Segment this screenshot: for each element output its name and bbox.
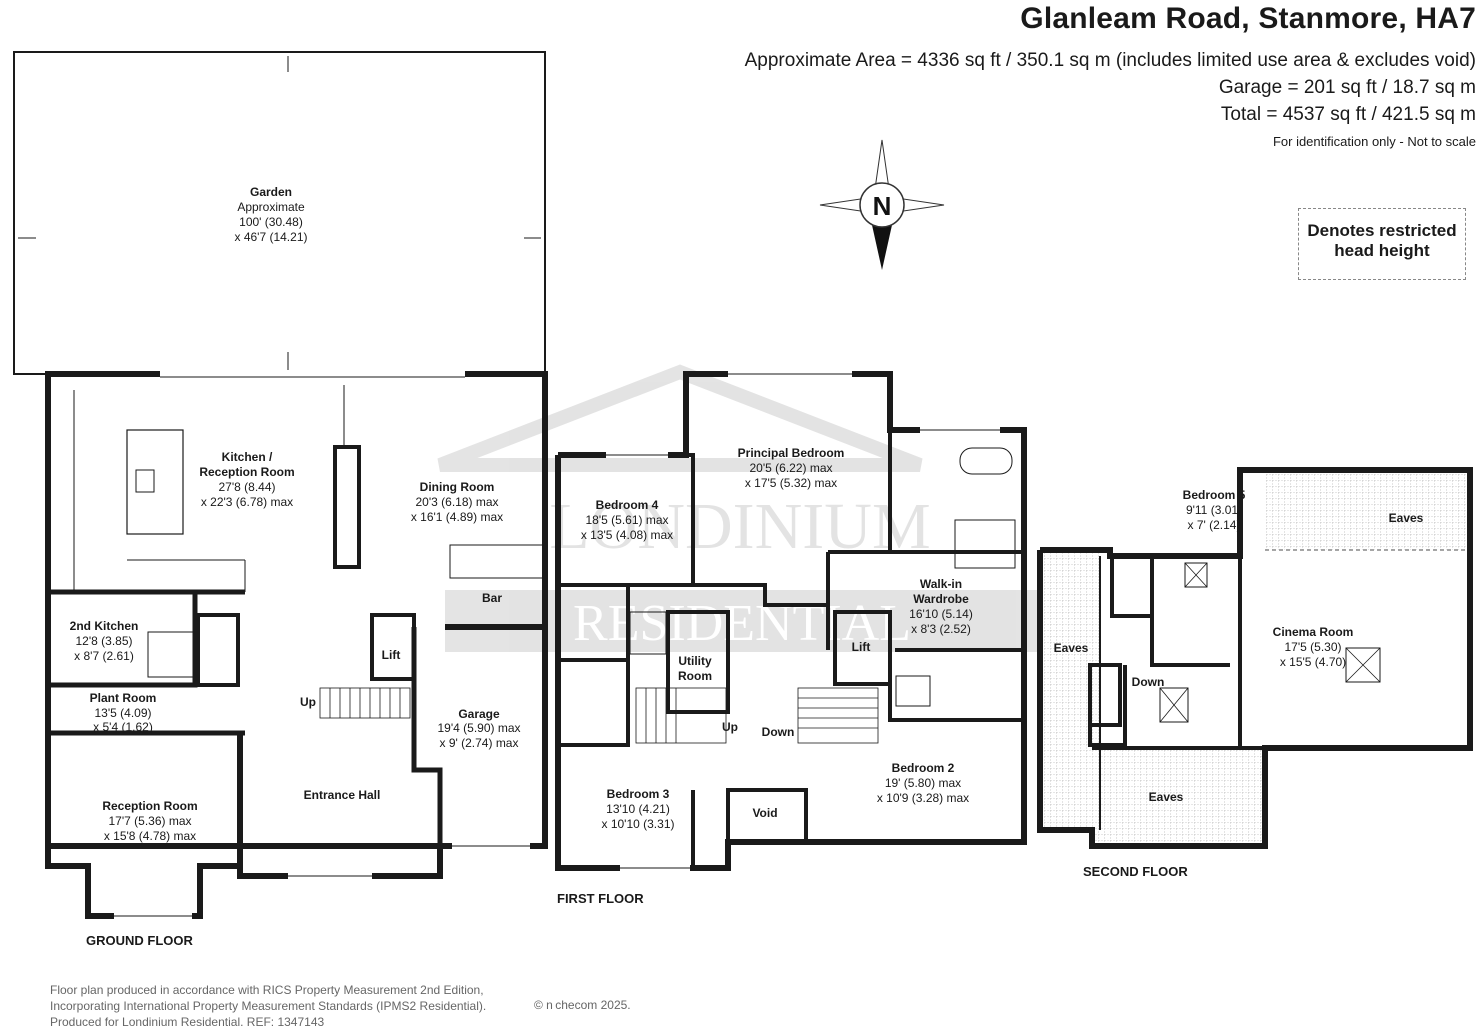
identification-note: For identification only - Not to scale [1272, 134, 1476, 149]
bedroom3-dim-2: x 10'10 (3.31) [601, 817, 674, 831]
bedroom3-dim-1: 13'10 (4.21) [606, 802, 670, 816]
bedroom2-name: Bedroom 2 [892, 761, 955, 775]
walkin-dim-2: x 8'3 (2.52) [911, 622, 971, 636]
footer-line-3: Produced for Londinium Residential. REF:… [50, 1015, 325, 1029]
bedroom5-name: Bedroom 5 [1183, 488, 1246, 502]
bedroom2-dim-1: 19' (5.80) max [885, 776, 961, 790]
principal-name: Principal Bedroom [738, 446, 845, 460]
entrance-hall-name: Entrance Hall [304, 788, 381, 802]
garage-dim-2: x 9' (2.74) max [440, 736, 519, 750]
eaves-left-name: Eaves [1054, 641, 1089, 655]
utility-name-1: Utility [678, 654, 712, 668]
garage-name: Garage [458, 707, 500, 721]
walkin-name-1: Walk-in [920, 577, 962, 591]
principal-dim-1: 20'5 (6.22) max [750, 461, 833, 475]
void-name: Void [752, 806, 777, 820]
kitchen-dim-1: 27'8 (8.44) [219, 480, 276, 494]
walkin-dim-1: 16'10 (5.14) [909, 607, 973, 621]
reception-name: Reception Room [102, 799, 197, 813]
first-floor-label: FIRST FLOOR [557, 891, 644, 906]
legend-line-1: Denotes restricted [1307, 221, 1457, 240]
kitchen-name-1: Kitchen / [222, 450, 273, 464]
kitchen2-dim-1: 12'8 (3.85) [76, 634, 133, 648]
cinema-dim-2: x 15'5 (4.70) [1280, 655, 1346, 669]
kitchen2-dim-2: x 8'7 (2.61) [74, 649, 134, 663]
ground-floor-label: GROUND FLOOR [86, 933, 193, 948]
reception-dim-2: x 15'8 (4.78) max [104, 829, 196, 843]
down-first: Down [762, 725, 795, 739]
second-floor [1037, 467, 1473, 849]
cinema-name: Cinema Room [1273, 625, 1354, 639]
footer-copyright: © n checom 2025. [534, 998, 631, 1012]
area-total: Total = 4537 sq ft / 421.5 sq m [1220, 104, 1476, 125]
room-labels: Garden Approximate 100' (30.48) x 46'7 (… [70, 185, 1424, 843]
eaves-bottom-name: Eaves [1149, 790, 1184, 804]
legend-line-2: head height [1334, 241, 1430, 260]
garden-dim-1: 100' (30.48) [239, 215, 303, 229]
bedroom3-name: Bedroom 3 [607, 787, 670, 801]
page-title: Glanleam Road, Stanmore, HA7 [1020, 2, 1476, 35]
bedroom4-dim-1: 18'5 (5.61) max [586, 513, 669, 527]
up-ground: Up [300, 695, 316, 709]
bedroom5-dim-2: x 7' (2.14) [1188, 518, 1241, 532]
dining-dim-2: x 16'1 (4.89) max [411, 510, 503, 524]
area-garage: Garage = 201 sq ft / 18.7 sq m [1218, 77, 1476, 98]
garage-dim-1: 19'4 (5.90) max [438, 721, 521, 735]
bedroom4-dim-2: x 13'5 (4.08) max [581, 528, 673, 542]
eaves-top-name: Eaves [1389, 511, 1424, 525]
bar-name: Bar [482, 591, 502, 605]
plant-name: Plant Room [90, 691, 157, 705]
second-floor-label: SECOND FLOOR [1083, 864, 1188, 879]
plant-dim-1: 13'5 (4.09) [95, 706, 152, 720]
ground-floor [13, 51, 548, 919]
garden-name: Garden [250, 185, 292, 199]
garden-approx: Approximate [237, 200, 305, 214]
dining-dim-1: 20'3 (6.18) max [416, 495, 499, 509]
footer-line-1: Floor plan produced in accordance with R… [50, 983, 484, 997]
plant-dim-2: x 5'4 (1.62) [93, 720, 153, 734]
footer-notes: Floor plan produced in accordance with R… [50, 982, 486, 1030]
cinema-dim-1: 17'5 (5.30) [1285, 640, 1342, 654]
lift-first-name: Lift [852, 640, 871, 654]
area-approximate: Approximate Area = 4336 sq ft / 350.1 sq… [744, 50, 1476, 71]
bedroom5-dim-1: 9'11 (3.01) [1186, 503, 1242, 517]
footer-line-2: Incorporating International Property Mea… [50, 999, 487, 1013]
kitchen2-name: 2nd Kitchen [70, 619, 139, 633]
reception-dim-1: 17'7 (5.36) max [109, 814, 192, 828]
up-first: Up [722, 720, 738, 734]
utility-name-2: Room [678, 669, 712, 683]
walkin-name-2: Wardrobe [913, 592, 969, 606]
restricted-height-legend: Denotes restricted head height [1298, 208, 1466, 280]
kitchen-name-2: Reception Room [199, 465, 294, 479]
kitchen-dim-2: x 22'3 (6.78) max [201, 495, 293, 509]
first-floor [555, 371, 1027, 871]
compass-north-label: N [873, 191, 892, 221]
dining-name: Dining Room [420, 480, 495, 494]
compass-icon: N [819, 139, 945, 270]
bedroom2-dim-2: x 10'9 (3.28) max [877, 791, 969, 805]
down-second: Down [1132, 675, 1165, 689]
garden-dim-2: x 46'7 (14.21) [234, 230, 307, 244]
principal-dim-2: x 17'5 (5.32) max [745, 476, 837, 490]
bedroom4-name: Bedroom 4 [596, 498, 659, 512]
lift-ground-name: Lift [382, 648, 401, 662]
